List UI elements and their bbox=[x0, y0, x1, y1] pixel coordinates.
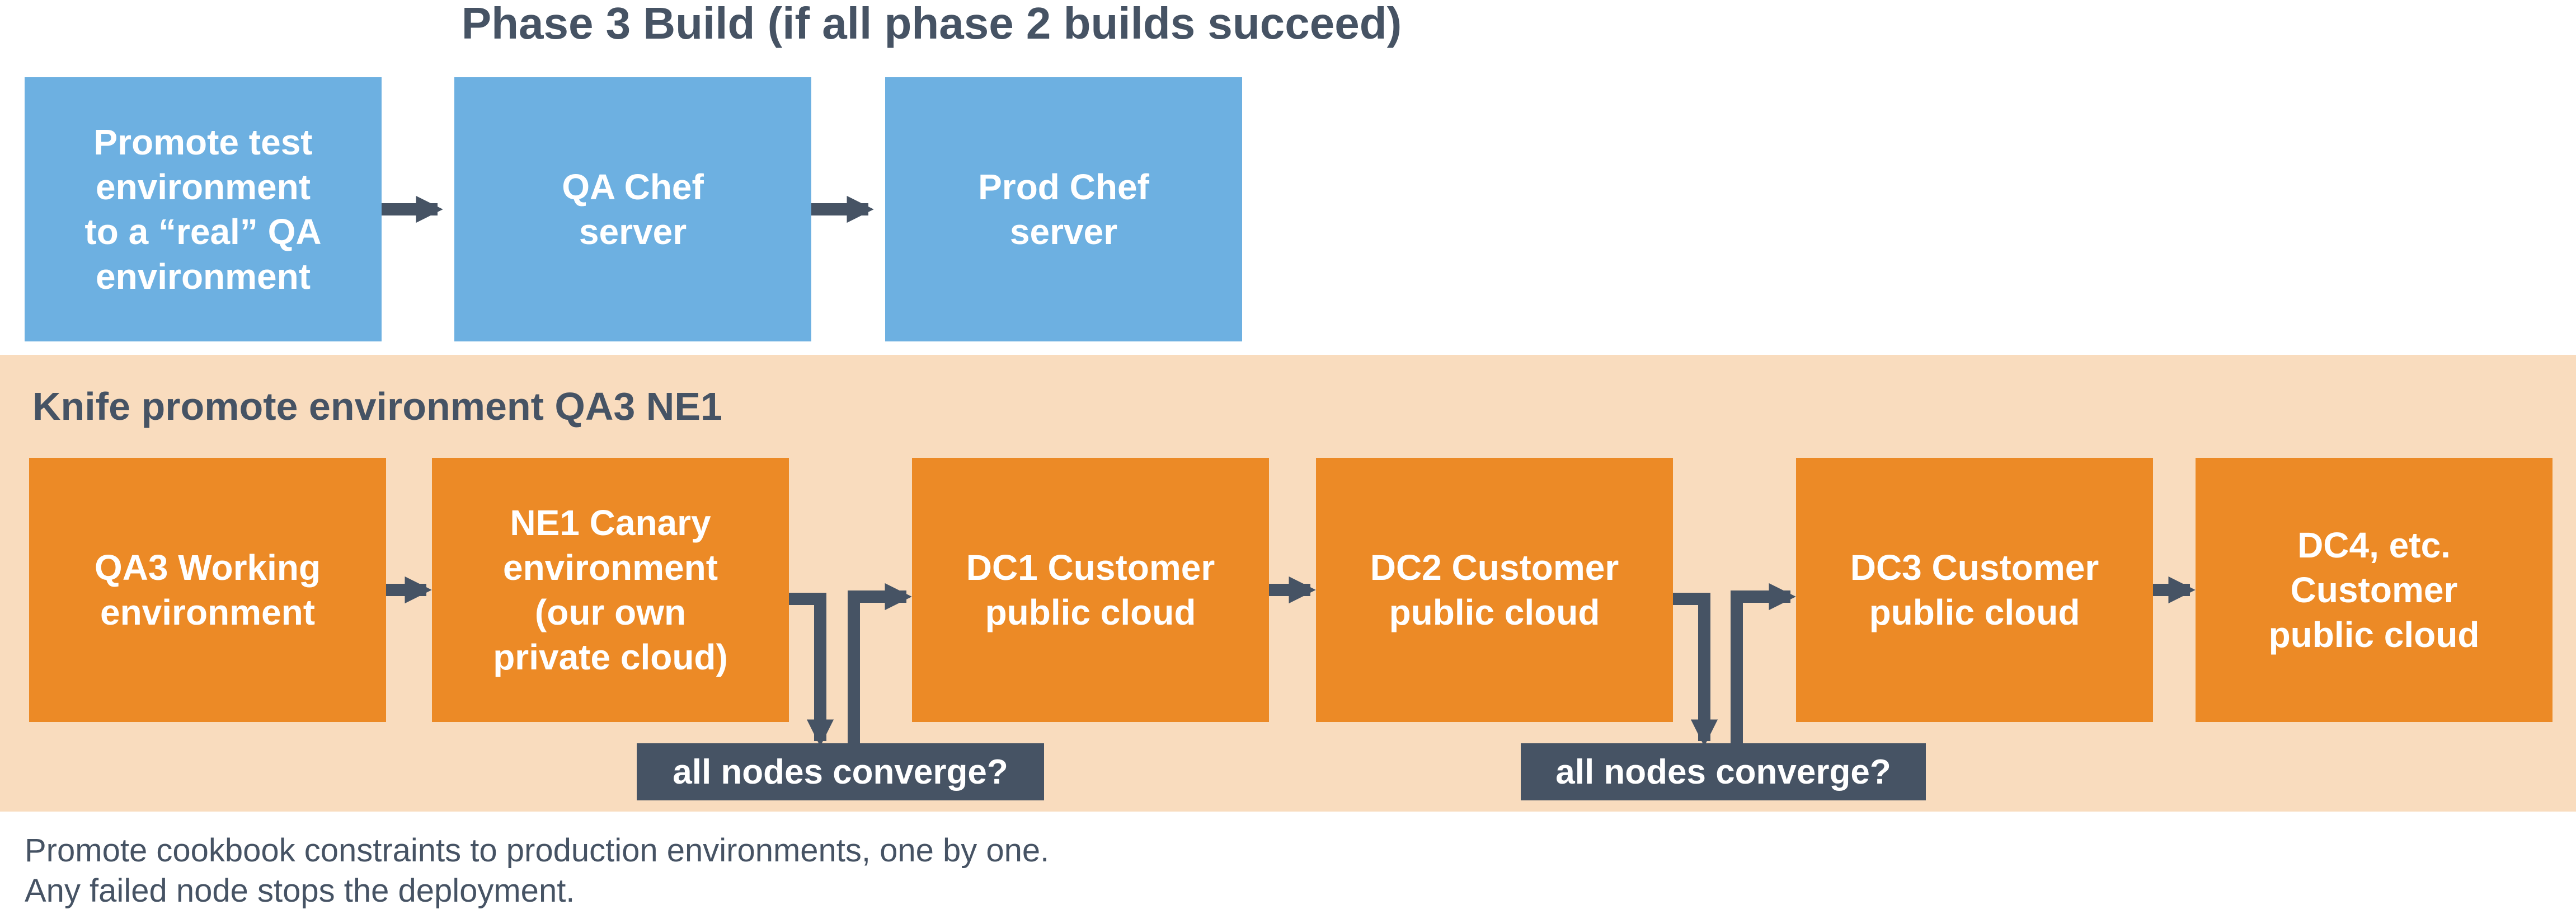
step-promote-test-environment: Promote test environment to a “real” QA … bbox=[25, 77, 382, 341]
arrow-ne1-to-gate-1 bbox=[789, 593, 834, 747]
step-prod-chef-server: Prod Chef server bbox=[885, 77, 1242, 341]
gate-all-nodes-converge-1: all nodes converge? bbox=[637, 743, 1044, 800]
step-dc2-customer: DC2 Customer public cloud bbox=[1316, 458, 1673, 722]
arrow-gate-1-to-dc1 bbox=[848, 583, 912, 743]
step-qa-chef-server: QA Chef server bbox=[454, 77, 811, 341]
step-qa3-working: QA3 Working environment bbox=[29, 458, 386, 722]
gate-all-nodes-converge-2: all nodes converge? bbox=[1521, 743, 1926, 800]
promote-band-title: Knife promote environment QA3 NE1 bbox=[32, 385, 722, 428]
step-ne1-canary: NE1 Canary environment (our own private … bbox=[432, 458, 789, 722]
arrow-dc2-to-gate-2 bbox=[1673, 593, 1718, 747]
step-dc1-customer: DC1 Customer public cloud bbox=[912, 458, 1269, 722]
step-dc4-customer: DC4, etc. Customer public cloud bbox=[2196, 458, 2553, 722]
footer-line-1: Promote cookbook constraints to producti… bbox=[25, 832, 1050, 869]
arrow-gate-2-to-dc3 bbox=[1731, 583, 1796, 743]
footer-line-2: Any failed node stops the deployment. bbox=[25, 873, 575, 909]
diagram-title: Phase 3 Build (if all phase 2 builds suc… bbox=[461, 0, 1402, 48]
step-dc3-customer: DC3 Customer public cloud bbox=[1796, 458, 2153, 722]
